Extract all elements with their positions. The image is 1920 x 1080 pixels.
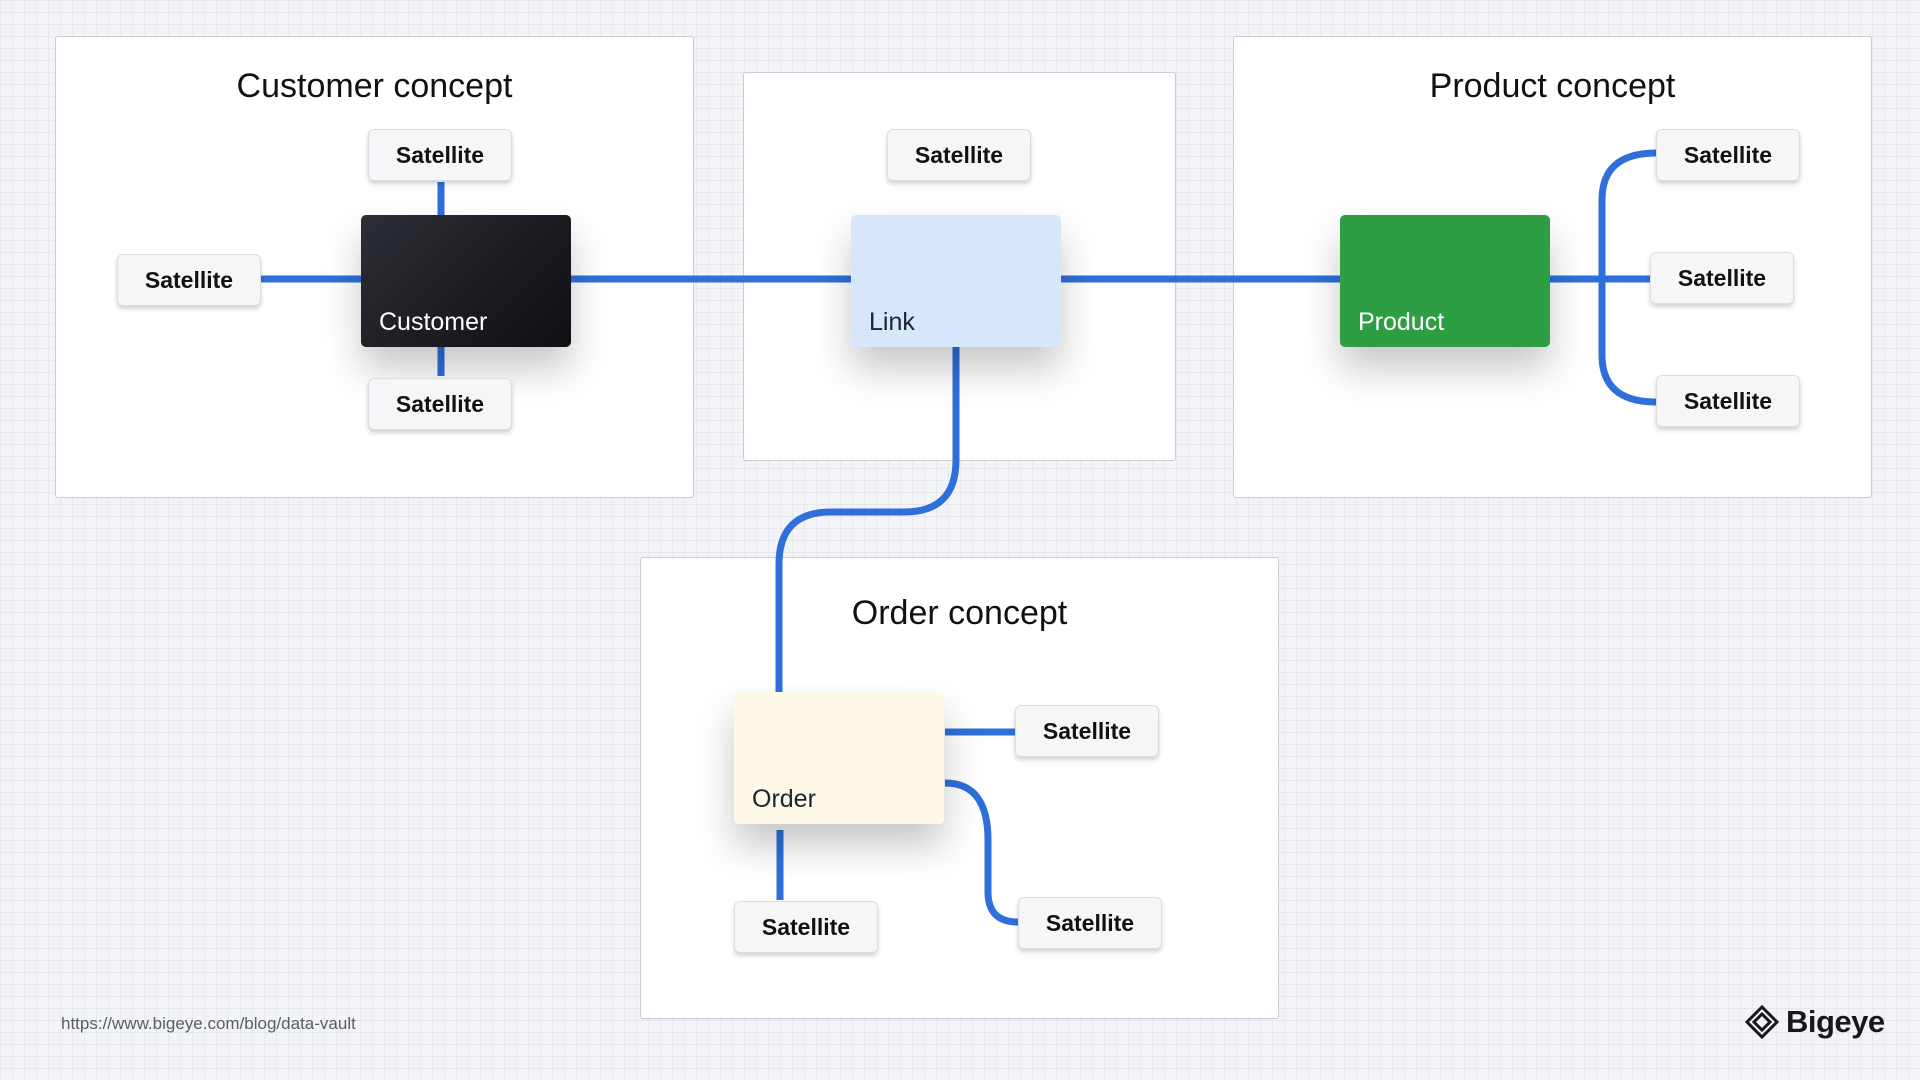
customer-hub-label: Customer [379,308,488,336]
product-satellite-bottom[interactable]: Satellite [1656,375,1800,427]
order-hub[interactable]: Order [734,692,944,824]
product-concept-title: Product concept [1429,67,1676,105]
order-concept-title: Order concept [851,594,1068,632]
bigeye-logo: Bigeye [1744,1004,1885,1040]
customer-concept-title: Customer concept [236,67,513,105]
customer-satellite-left[interactable]: Satellite [117,254,261,306]
connector-product-sat-bottom [1598,279,1657,406]
product-hub[interactable]: Product [1340,215,1550,347]
product-hub-label: Product [1358,308,1445,336]
link-entity[interactable]: Link [851,215,1061,347]
connector-product-sat-top [1598,149,1657,279]
order-hub-label: Order [752,785,816,813]
source-url: https://www.bigeye.com/blog/data-vault [61,1014,356,1033]
order-satellite-bottom[interactable]: Satellite [734,901,878,953]
product-satellite-middle[interactable]: Satellite [1650,252,1794,304]
connector-link-order [775,347,960,692]
customer-hub[interactable]: Customer [361,215,571,347]
bigeye-logo-icon [1744,1004,1780,1040]
link-satellite[interactable]: Satellite [887,129,1031,181]
customer-satellite-bottom[interactable]: Satellite [368,378,512,430]
bigeye-logo-text: Bigeye [1786,1004,1885,1039]
order-satellite-lower-right[interactable]: Satellite [1018,897,1162,949]
customer-satellite-top[interactable]: Satellite [368,129,512,181]
product-satellite-top[interactable]: Satellite [1656,129,1800,181]
link-entity-label: Link [869,308,915,336]
connector-order-sat-lower-right [944,779,1019,926]
order-satellite-right[interactable]: Satellite [1015,705,1159,757]
